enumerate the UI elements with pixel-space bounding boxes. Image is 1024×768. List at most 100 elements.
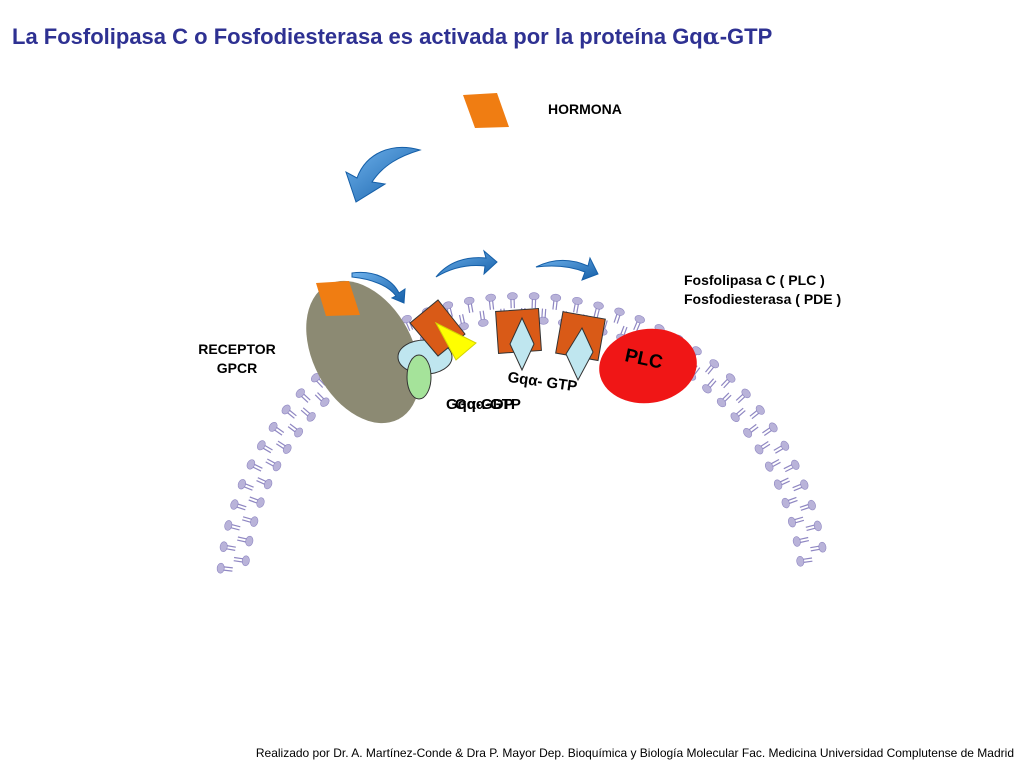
phospholipid-tail [573, 303, 576, 313]
phospholipid-head [237, 479, 247, 490]
plc-label-line2: Fosfodiesterasa ( PDE ) [684, 291, 842, 307]
phospholipid-tail [803, 560, 813, 563]
phospholipid-tail [275, 443, 285, 450]
phospholipid-tail [252, 466, 262, 472]
phospholipid-head [725, 373, 736, 383]
phospholipid-head [320, 397, 330, 407]
phospholipid-head [528, 292, 540, 301]
hormone-molecule [463, 93, 509, 128]
phospholipid-tail [287, 426, 296, 433]
phospholipid-tail [226, 545, 236, 548]
phospholipid-head [263, 479, 273, 490]
phospholipid-tail [799, 540, 810, 544]
gq-gdp-label-a: Gqα-GDP [446, 396, 514, 413]
phospholipid-tail [462, 314, 466, 324]
phospholipid-tail [799, 503, 809, 508]
gq-gtp-label-b: Gqα-GTP [455, 396, 521, 413]
phospholipid-tail [707, 366, 715, 375]
plc-label-line1: Fosfolipasa C ( PLC ) [684, 272, 825, 288]
beta-subunit [406, 354, 432, 400]
phospholipid-tail [300, 409, 309, 417]
phospholipid-tail [449, 307, 453, 317]
phospholipid-tail [262, 447, 272, 454]
curved-arrow-icon [535, 256, 599, 281]
phospholipid-head [295, 388, 305, 398]
phospholipid-head [256, 440, 266, 451]
phospholipid-tail [488, 300, 491, 310]
phospholipid-tail [783, 464, 793, 470]
phospholipid-head [230, 499, 239, 510]
phospholipid-tail [289, 409, 297, 417]
phospholipid-tail [302, 407, 311, 415]
phospholipid-tail [775, 448, 784, 454]
phospholipid-head [614, 307, 625, 316]
phospholipid-tail [709, 380, 717, 388]
phospholipid-tail [806, 527, 816, 531]
phospholipid-tail [576, 303, 579, 314]
phospholipid-head [730, 412, 740, 422]
phospholipid-head [593, 301, 604, 310]
phospholipid-tail [226, 548, 236, 551]
phospholipid-tail [231, 524, 241, 528]
phospholipid-tail [785, 467, 794, 473]
phospholipid-head [741, 388, 751, 399]
phospholipid-tail [458, 314, 462, 324]
receptor-label-line1: RECEPTOR [198, 341, 276, 357]
phospholipid-tail [770, 458, 780, 465]
phospholipid-tail [795, 519, 805, 524]
phospholipid-head [224, 520, 233, 531]
gtp-diamond [509, 316, 535, 372]
phospholipid-tail [405, 322, 411, 332]
phospholipid-tail [593, 307, 597, 317]
phospholipid-tail [596, 308, 600, 318]
phospholipid-tail [267, 458, 276, 464]
phospholipid-tail [810, 548, 820, 552]
phospholipid-tail [552, 300, 555, 310]
phospholipid-head [268, 422, 278, 432]
phospholipid-tail [737, 396, 746, 404]
phospholipid-tail [317, 392, 325, 400]
phospholipid-tail [479, 311, 482, 321]
phospholipid-tail [223, 566, 233, 569]
phospholipid-tail [276, 426, 285, 433]
phospholipid-tail [724, 394, 732, 402]
phospholipid-tail [318, 378, 326, 386]
footer-credit: Realizado por Dr. A. Martínez-Conde & Dr… [255, 746, 1014, 760]
phospholipid-head [246, 459, 256, 470]
receptor-gpcr [306, 280, 420, 424]
phospholipid-tail [234, 556, 244, 560]
phospholipid-tail [735, 407, 744, 415]
phospholipid-tail [245, 483, 254, 488]
phospholipid-head [245, 535, 254, 547]
phospholipid-head [550, 293, 562, 302]
hormone-label: HORMONA [548, 101, 622, 117]
receptor-label-line2: GPCR [216, 360, 258, 376]
phospholipid-head [702, 384, 712, 394]
phospholipid-tail [242, 519, 252, 523]
phospholipid-tail [492, 300, 495, 310]
phospholipid-head [773, 479, 783, 490]
phospholipid-head [813, 520, 822, 532]
phospholipid-head [572, 296, 583, 305]
phospholipid-head [294, 427, 304, 438]
phospholipid-head [764, 461, 774, 472]
phospholipid-head [818, 541, 827, 553]
phospholipid-tail [805, 524, 815, 528]
slide-title: La Fosfolipasa C o Fosfodiesterasa es ac… [12, 24, 772, 50]
phospholipid-tail [762, 443, 771, 450]
phospholipid-tail [810, 545, 820, 549]
phospholipid-head [796, 556, 805, 567]
gtp-diamond [565, 326, 594, 382]
phospholipid-head [507, 292, 518, 301]
phospholipid-tail [242, 516, 252, 520]
phospholipid-tail [243, 486, 253, 491]
phospholipid-tail [763, 429, 773, 436]
phospholipid-tail [223, 569, 233, 572]
phospholipid-tail [772, 461, 781, 468]
phospholipid-tail [623, 326, 628, 336]
phospholipid-head [241, 555, 250, 567]
plc-label: Fosfolipasa C ( PLC ) Fosfodiesterasa ( … [684, 271, 841, 309]
phospholipid-tail [787, 496, 797, 502]
